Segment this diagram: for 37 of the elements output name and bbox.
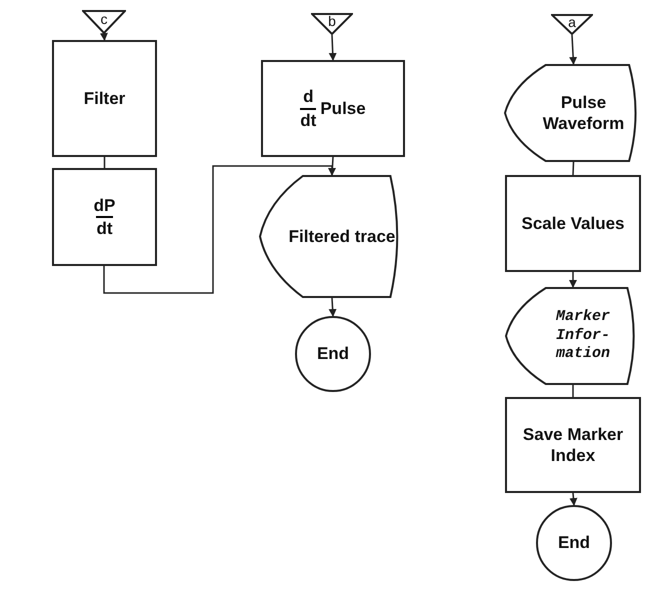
connector-line xyxy=(331,156,334,176)
terminator-circle xyxy=(536,505,612,581)
connector-line xyxy=(100,32,108,41)
numerator: d xyxy=(303,86,314,108)
node-label: End xyxy=(558,532,590,554)
process-box xyxy=(505,397,641,493)
connector-line xyxy=(569,34,578,65)
node-label: c xyxy=(100,11,108,29)
process-box xyxy=(52,40,157,157)
off-page-connector xyxy=(551,14,593,35)
denominator: dt xyxy=(96,216,113,240)
connector-line xyxy=(104,157,106,168)
numerator: dP xyxy=(94,194,116,216)
process-box xyxy=(261,60,405,157)
node-label: Marker Infor- mation xyxy=(554,308,611,364)
connector-line xyxy=(572,162,574,176)
node-label: Scale Values xyxy=(521,212,625,234)
node-label: End xyxy=(316,343,350,365)
off-page-connector xyxy=(311,13,353,35)
connector-line xyxy=(569,492,578,506)
connector-line xyxy=(328,34,337,61)
connector-line xyxy=(103,165,336,294)
terminator-circle xyxy=(295,316,371,392)
node-label: Filter xyxy=(84,88,126,110)
process-box xyxy=(52,168,157,266)
node-label: a xyxy=(568,14,576,32)
node-label: Filtered trace xyxy=(288,226,396,248)
off-page-connector xyxy=(82,10,126,34)
denominator: dt xyxy=(300,108,316,131)
connector-line xyxy=(328,298,337,317)
node-label: Pulse xyxy=(320,98,366,120)
node-label: Save Marker Index xyxy=(522,424,624,466)
connector-line xyxy=(569,272,577,288)
node-label: b xyxy=(328,13,336,31)
process-box xyxy=(505,175,641,272)
node-label: Pulse Waveform xyxy=(542,92,626,134)
connector-line xyxy=(572,385,574,397)
